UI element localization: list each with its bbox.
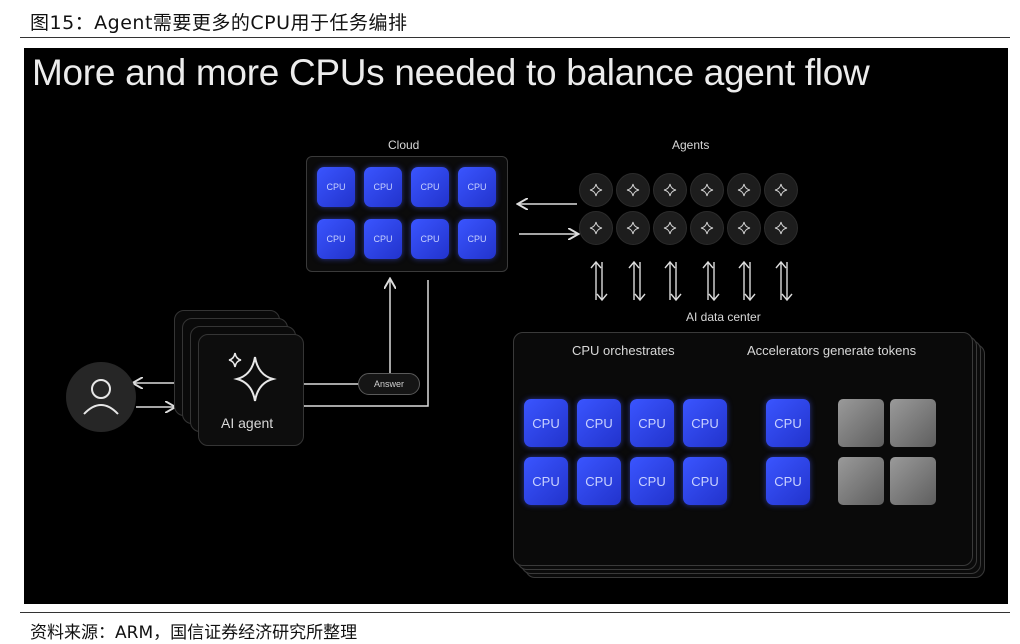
accelerator-chip <box>890 457 936 505</box>
accelerator-chip <box>838 399 884 447</box>
source-rule <box>20 612 1010 613</box>
accelerator-chip <box>838 457 884 505</box>
accelerator-host-cpu: CPU <box>766 399 810 447</box>
cloud-cpu-chip: CPU <box>411 167 449 207</box>
agent-node-icon <box>764 173 798 207</box>
answer-label: Answer <box>373 379 404 389</box>
accelerator-host-cpu: CPU <box>766 457 810 505</box>
orchestrator-cpu-chip: CPU <box>630 399 674 447</box>
agent-node-icon <box>616 211 650 245</box>
answer-return-line <box>302 280 429 406</box>
cpu-text: CPU <box>420 234 440 244</box>
source-note: 资料来源：ARM，国信证券经济研究所整理 <box>30 623 358 643</box>
agent-node-icon <box>727 211 761 245</box>
cloud-cpu-chip: CPU <box>317 219 355 259</box>
orchestrator-cpu-chip: CPU <box>577 457 621 505</box>
agent-node-icon <box>616 173 650 207</box>
cpu-text: CPU <box>532 473 560 489</box>
cpu-text: CPU <box>638 415 666 431</box>
orchestrator-cpu-chip: CPU <box>524 399 568 447</box>
cpu-text: CPU <box>373 234 393 244</box>
cpu-text: CPU <box>532 415 560 431</box>
cpu-text: CPU <box>467 182 487 192</box>
agents-grid <box>579 173 809 253</box>
slide-panel: More and more CPUs needed to balance age… <box>24 48 1008 604</box>
agent-node-icon <box>579 211 613 245</box>
accelerators-label: Accelerators generate tokens <box>747 343 917 358</box>
orchestrator-cpu-chip: CPU <box>524 457 568 505</box>
bidirectional-arrows <box>590 260 793 302</box>
datacenter-label: AI data center <box>686 310 761 324</box>
answer-pill: Answer <box>358 373 420 395</box>
cpu-text: CPU <box>585 415 613 431</box>
cloud-box: CPU CPU CPU CPU CPU CPU CPU CPU <box>306 156 508 272</box>
orchestrator-cpu-grid: CPU CPU CPU CPU CPU CPU CPU CPU <box>524 399 746 509</box>
cpu-text: CPU <box>774 415 802 431</box>
cpu-text: CPU <box>467 234 487 244</box>
figure-caption: 图15：Agent需要更多的CPU用于任务编排 <box>30 12 408 34</box>
caption-rule <box>20 37 1010 38</box>
cpu-text: CPU <box>420 182 440 192</box>
orchestrator-cpu-chip: CPU <box>630 457 674 505</box>
agent-node-icon <box>653 173 687 207</box>
agent-node-icon <box>690 211 724 245</box>
user-icon <box>83 379 119 415</box>
cpu-text: CPU <box>373 182 393 192</box>
cloud-cpu-chip: CPU <box>317 167 355 207</box>
cpu-text: CPU <box>326 182 346 192</box>
agent-node-icon <box>653 211 687 245</box>
cpu-text: CPU <box>638 473 666 489</box>
cpu-text: CPU <box>326 234 346 244</box>
cpu-text: CPU <box>585 473 613 489</box>
accelerator-chip <box>890 399 936 447</box>
ai-agent-label: AI agent <box>221 415 274 431</box>
slide-headline: More and more CPUs needed to balance age… <box>32 52 870 93</box>
agent-node-icon <box>579 173 613 207</box>
user-avatar <box>66 362 136 432</box>
orchestrator-cpu-chip: CPU <box>683 457 727 505</box>
agent-node-icon <box>764 211 798 245</box>
agents-label: Agents <box>672 138 710 152</box>
cpu-text: CPU <box>774 473 802 489</box>
orchestrator-cpu-chip: CPU <box>683 399 727 447</box>
cpu-text: CPU <box>691 473 719 489</box>
cloud-cpu-chip: CPU <box>364 219 402 259</box>
cloud-cpu-chip: CPU <box>458 219 496 259</box>
datacenter-card: CPU orchestrates Accelerators generate t… <box>513 332 973 566</box>
cloud-cpu-chip: CPU <box>411 219 449 259</box>
agent-node-icon <box>690 173 724 207</box>
orchestrator-cpu-chip: CPU <box>577 399 621 447</box>
agent-node-icon <box>727 173 761 207</box>
sparkle-icon <box>228 352 277 402</box>
cloud-cpu-chip: CPU <box>458 167 496 207</box>
ai-agent-card: AI agent <box>198 334 304 446</box>
cpu-text: CPU <box>691 415 719 431</box>
agent-to-cloud-line <box>302 280 390 385</box>
cloud-label: Cloud <box>388 138 420 152</box>
orchestrates-label: CPU orchestrates <box>572 343 675 358</box>
cloud-cpu-chip: CPU <box>364 167 402 207</box>
